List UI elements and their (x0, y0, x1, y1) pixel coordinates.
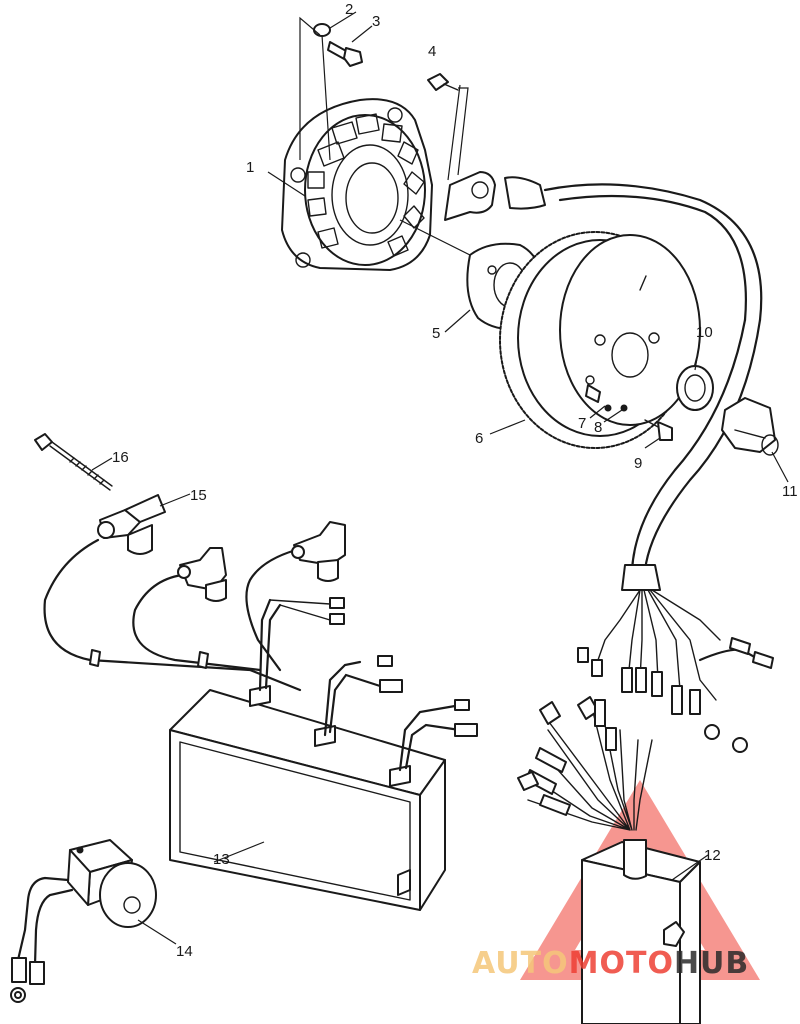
stator-bolt (327, 41, 363, 67)
flywheel (499, 231, 701, 449)
spark-plug-cap-2 (177, 547, 227, 602)
callout-7: 7 (578, 415, 586, 432)
callout-2: 2 (345, 1, 353, 18)
cdi-wires (258, 597, 478, 772)
callout-3: 3 (372, 13, 380, 30)
flywheel-bolt (644, 419, 673, 441)
callout-13: 13 (213, 851, 230, 868)
regulator-wire-bundle (517, 696, 653, 831)
callout-1: 1 (246, 159, 254, 176)
svg-text:AUTOMOTOHUB: AUTOMOTOHUB (472, 946, 749, 981)
watermark-logo: AUTOMOTOHUB (472, 946, 749, 981)
callout-9: 9 (634, 455, 642, 472)
callout-labels: 1 2 3 4 5 6 7 8 9 10 11 12 13 14 15 16 (112, 1, 798, 960)
long-bolt (34, 433, 113, 491)
ignition-leads (43, 538, 302, 692)
screw-leader-lines (447, 84, 469, 181)
callout-8: 8 (594, 419, 602, 436)
stator-assembly (281, 98, 433, 271)
callout-14: 14 (176, 943, 193, 960)
callout-4: 4 (428, 43, 436, 60)
oil-seal (676, 365, 714, 411)
stator-wire-harness (444, 171, 763, 591)
callout-16: 16 (112, 449, 129, 466)
plate-leader-line (399, 219, 471, 256)
screw (427, 73, 459, 91)
callout-11: 11 (782, 483, 798, 500)
callout-12: 12 (704, 847, 721, 864)
leader-lines (91, 11, 789, 945)
spark-plug-cap-3 (291, 521, 346, 582)
bolt-leader-lines (299, 16, 331, 161)
callout-15: 15 (190, 487, 207, 504)
watermark-text-moto: MOTO (569, 946, 674, 981)
callout-10: 10 (696, 324, 713, 341)
flywheel-nut (721, 397, 779, 456)
washer (313, 23, 331, 37)
voltage-regulator (581, 839, 701, 1024)
starter-solenoid (10, 839, 157, 1003)
cdi-box (169, 685, 446, 911)
callout-5: 5 (432, 325, 440, 342)
callout-6: 6 (475, 430, 483, 447)
watermark-text-hub: HUB (674, 946, 749, 981)
harness-connectors (577, 589, 774, 753)
watermark-text-auto: AUTO (472, 946, 569, 981)
spark-plug-cap (97, 494, 166, 555)
